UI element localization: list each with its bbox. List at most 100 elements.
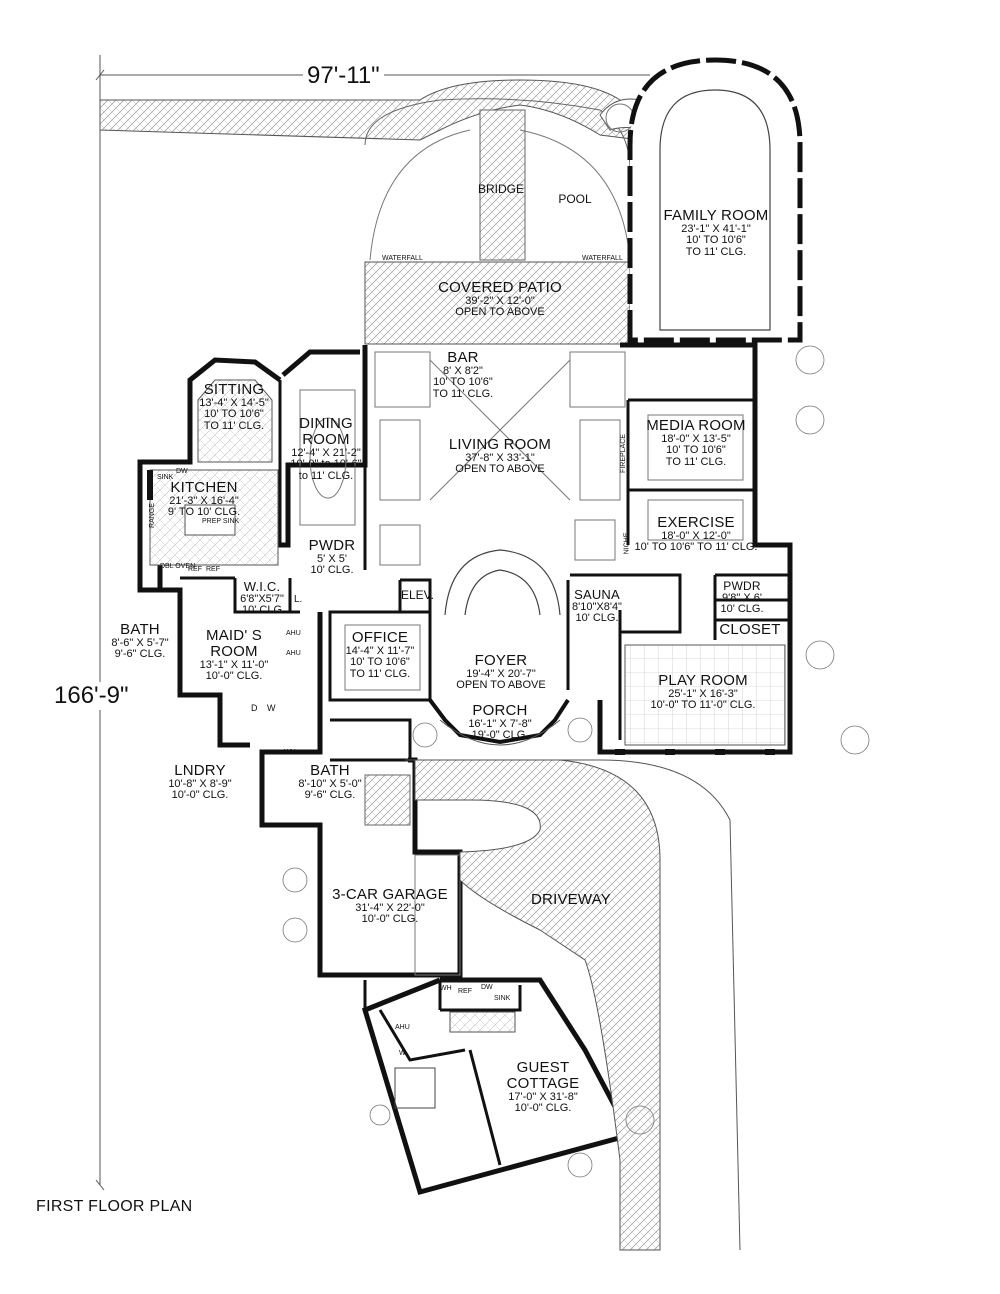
room-name: GUEST	[516, 1059, 570, 1076]
room-size: 39'-2" X 12'-0"	[465, 294, 535, 307]
room-name: BRIDGE	[477, 182, 525, 196]
room-name: PWDR	[308, 537, 356, 554]
room-name: POOL	[558, 192, 592, 206]
media-room-label: MEDIA ROOM 18'-0" X 13'-5" 10' TO 10'6" …	[646, 418, 746, 468]
waterfall-right-label: WATERFALL	[582, 255, 623, 262]
room-size: 9'8" X 6'	[722, 591, 762, 604]
room-name: PWDR	[723, 579, 761, 593]
room-ceiling: 10' TO 10'6"	[350, 656, 410, 669]
room-size: 13'-4" X 14'-5"	[199, 396, 269, 409]
interior-walls	[180, 345, 790, 1166]
room-name: LIVING ROOM	[448, 436, 552, 453]
room-size: 19'-4" X 20'-7"	[466, 667, 536, 680]
room-name: 3-CAR GARAGE	[332, 886, 448, 903]
bath-center-label: BATH 8'-10" X 5'-0" 9'-6" CLG.	[298, 763, 361, 802]
washer-label: W	[267, 703, 276, 713]
room-note: OPEN TO ABOVE	[455, 306, 545, 319]
room-name: FAMILY ROOM	[663, 207, 769, 224]
room-name: PORCH	[472, 702, 528, 719]
width-dimension: 97'-11"	[303, 62, 384, 90]
elev-label: ELEV.	[401, 588, 434, 602]
depth-dimension: 166'-9"	[50, 682, 133, 710]
room-size: 5' X 5'	[317, 552, 347, 565]
porch-label: PORCH 16'-1" X 7'-8" 19'-0" CLG.	[468, 703, 531, 742]
room-size: 37'-8" X 33'-1"	[465, 451, 535, 464]
pwdr-center-label: PWDR 5' X 5' 10' CLG.	[309, 538, 356, 577]
room-ceiling: 10' TO 10'6"	[666, 444, 726, 457]
room-ceiling: 10'-0" to 10'-6"	[290, 458, 362, 471]
sitting-label: SITTING 13'-4" X 14'-5" 10' TO 10'6" TO …	[199, 382, 269, 432]
room-name: DINING	[299, 415, 353, 432]
ahu1-label: AHU	[286, 630, 301, 637]
room-ceiling: 9' TO 10' CLG.	[167, 506, 241, 519]
room-ceiling: 10'-0" CLG.	[171, 789, 229, 802]
pwdr-right-label: PWDR 9'8" X 6' 10' CLG.	[720, 580, 763, 616]
living-room-label: LIVING ROOM 37'-8" X 33'-1" OPEN TO ABOV…	[449, 437, 551, 476]
room-size: 23'-1" X 41'-1"	[681, 222, 751, 235]
bridge-label: BRIDGE	[478, 183, 524, 196]
covered-patio-label: COVERED PATIO 39'-2" X 12'-0" OPEN TO AB…	[438, 280, 562, 319]
garage-label: 3-CAR GARAGE 31'-4" X 22'-0" 10'-0" CLG.	[332, 887, 448, 926]
room-name: CLOSET	[719, 621, 781, 638]
linen-label: L.	[294, 594, 303, 605]
office-label: OFFICE 14'-4" X 11'-7" 10' TO 10'6" TO 1…	[346, 630, 415, 680]
prep-sink-label: PREP SINK	[202, 518, 240, 525]
plan-title: FIRST FLOOR PLAN	[36, 1198, 193, 1215]
foyer-label: FOYER 19'-4" X 20'-7" OPEN TO ABOVE	[456, 653, 545, 692]
room-ceiling: 10' TO 10'6" TO 11' CLG.	[634, 541, 758, 554]
living-room-details	[374, 351, 626, 746]
room-ceiling: 19'-0" CLG.	[471, 729, 529, 742]
room-name2: COTTAGE	[506, 1074, 580, 1092]
pool-deck	[99, 79, 646, 261]
ref1-label: REF	[188, 566, 202, 573]
room-ceiling: 10' TO 10'6"	[433, 376, 493, 389]
room-ceiling2: to 11' CLG.	[298, 469, 354, 482]
ref2-label: REF	[206, 566, 220, 573]
room-note: OPEN TO ABOVE	[455, 463, 545, 476]
room-name: PLAY ROOM	[658, 672, 748, 689]
room-name: BATH	[120, 621, 160, 638]
room-ceiling2: TO 11' CLG.	[665, 455, 727, 468]
ahu2-label: AHU	[286, 650, 301, 657]
sink-guest-label: SINK	[494, 995, 511, 1002]
play-room-label: PLAY ROOM 25'-1" X 16'-3" 10'-0" TO 11'-…	[651, 673, 756, 712]
room-name: MAID' S	[206, 627, 262, 644]
waterfall-left-label: WATERFALL	[382, 255, 423, 262]
room-name: SAUNA	[574, 587, 620, 602]
room-ceiling2: TO 11' CLG.	[203, 419, 265, 432]
room-size: 18'-0" X 13'-5"	[661, 432, 731, 445]
kitchen-dw-label: DW	[176, 468, 188, 475]
wic-label: W.I.C. 6'8"X5'7" 10' CLG	[240, 580, 284, 617]
room-name: SITTING	[203, 381, 265, 398]
oven-label: DBL OVEN	[160, 563, 196, 570]
guest-cottage-label: GUEST COTTAGE 17'-0" X 31'-8" 10'-0" CLG…	[507, 1060, 580, 1115]
wh2-label: WH	[440, 985, 452, 992]
closet-label: CLOSET	[719, 622, 780, 638]
room-name: OFFICE	[351, 629, 409, 646]
room-ceiling: 10'-0" CLG.	[361, 913, 419, 926]
room-name: BATH	[310, 762, 350, 779]
laundry-label: LNDRY 10'-8" X 8'-9" 10'-0" CLG.	[168, 763, 231, 802]
windows	[147, 470, 775, 755]
room-size: 31'-4" X 22'-0"	[355, 901, 425, 914]
room-name: DRIVEWAY	[531, 891, 611, 908]
wh1-label: WH	[284, 749, 296, 756]
room-ceiling: 10' CLG.	[575, 612, 619, 625]
room-name: MEDIA ROOM	[646, 417, 746, 434]
room-name2: ROOM	[302, 430, 350, 448]
dryer-label: D	[251, 703, 258, 713]
dining-room-label: DINING ROOM 12'-4" X 21'-2" 10'-0" to 10…	[290, 416, 361, 482]
bar-label: BAR 8' X 8'2" 10' TO 10'6" TO 11' CLG.	[433, 350, 493, 400]
ref-guest-label: REF	[458, 988, 472, 995]
landscape-plants	[282, 345, 870, 1178]
room-name2: ROOM	[210, 642, 258, 660]
room-size: 8'-6" X 5'-7"	[111, 636, 169, 649]
room-ceiling: 10' CLG.	[720, 603, 764, 616]
dw-guest-label: DW	[481, 984, 493, 991]
room-size: 18'-0" X 12'-0"	[661, 529, 731, 542]
room-name: BAR	[447, 349, 479, 366]
kitchen-label: KITCHEN 21'-3" X 16'-4" 9' TO 10' CLG.	[168, 480, 240, 519]
room-name: KITCHEN	[170, 479, 238, 496]
room-ceiling: 10' CLG.	[310, 564, 354, 577]
